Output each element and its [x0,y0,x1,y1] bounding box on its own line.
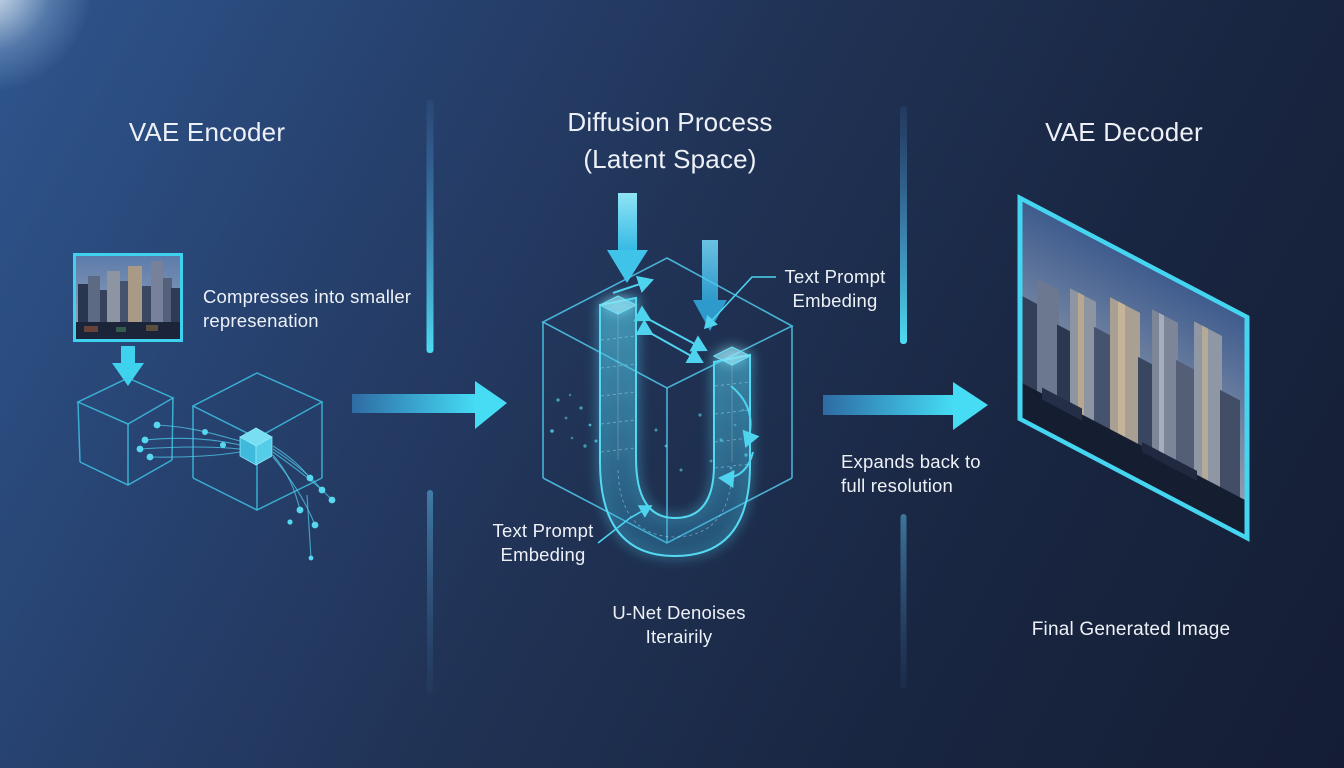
right-arrow-icon [352,381,507,429]
unet-model [598,295,752,558]
latent-space-cube [541,257,794,544]
latent-cube-small [76,377,175,486]
divider-left [426,100,434,693]
encoder-connection-wires [139,424,333,559]
decoder-title: VAE Decoder [1045,117,1203,147]
down-arrow-icon [693,240,727,331]
unet-caption: U-Net Denoises Iterairily [612,602,746,647]
callout-line-top-prompt [703,276,776,330]
down-arrow-icon [112,346,144,386]
encoder-title: VAE Encoder [128,117,286,147]
text-prompt-embedding-label-bottom: Text Prompt Embeding [492,520,594,565]
output-image [1017,194,1250,542]
down-arrow-icon [607,193,648,283]
input-image-thumbnail [73,253,183,342]
divider-right [900,106,907,689]
compressed-voxel-cube [239,427,273,466]
wire-nodes [136,421,336,561]
callout-line-bottom-prompt [597,505,653,544]
diffusion-title: Diffusion Process (Latent Space) [567,107,773,174]
expands-label: Expands back to full resolution [841,451,981,496]
skip-connection-arrows [612,275,760,489]
text-prompt-embedding-label-top: Text Prompt Embeding [784,266,886,311]
encoder-caption: Compresses into smaller represenation [203,286,412,331]
decoder-caption: Final Generated Image [1031,619,1231,640]
right-arrow-icon [823,382,988,430]
